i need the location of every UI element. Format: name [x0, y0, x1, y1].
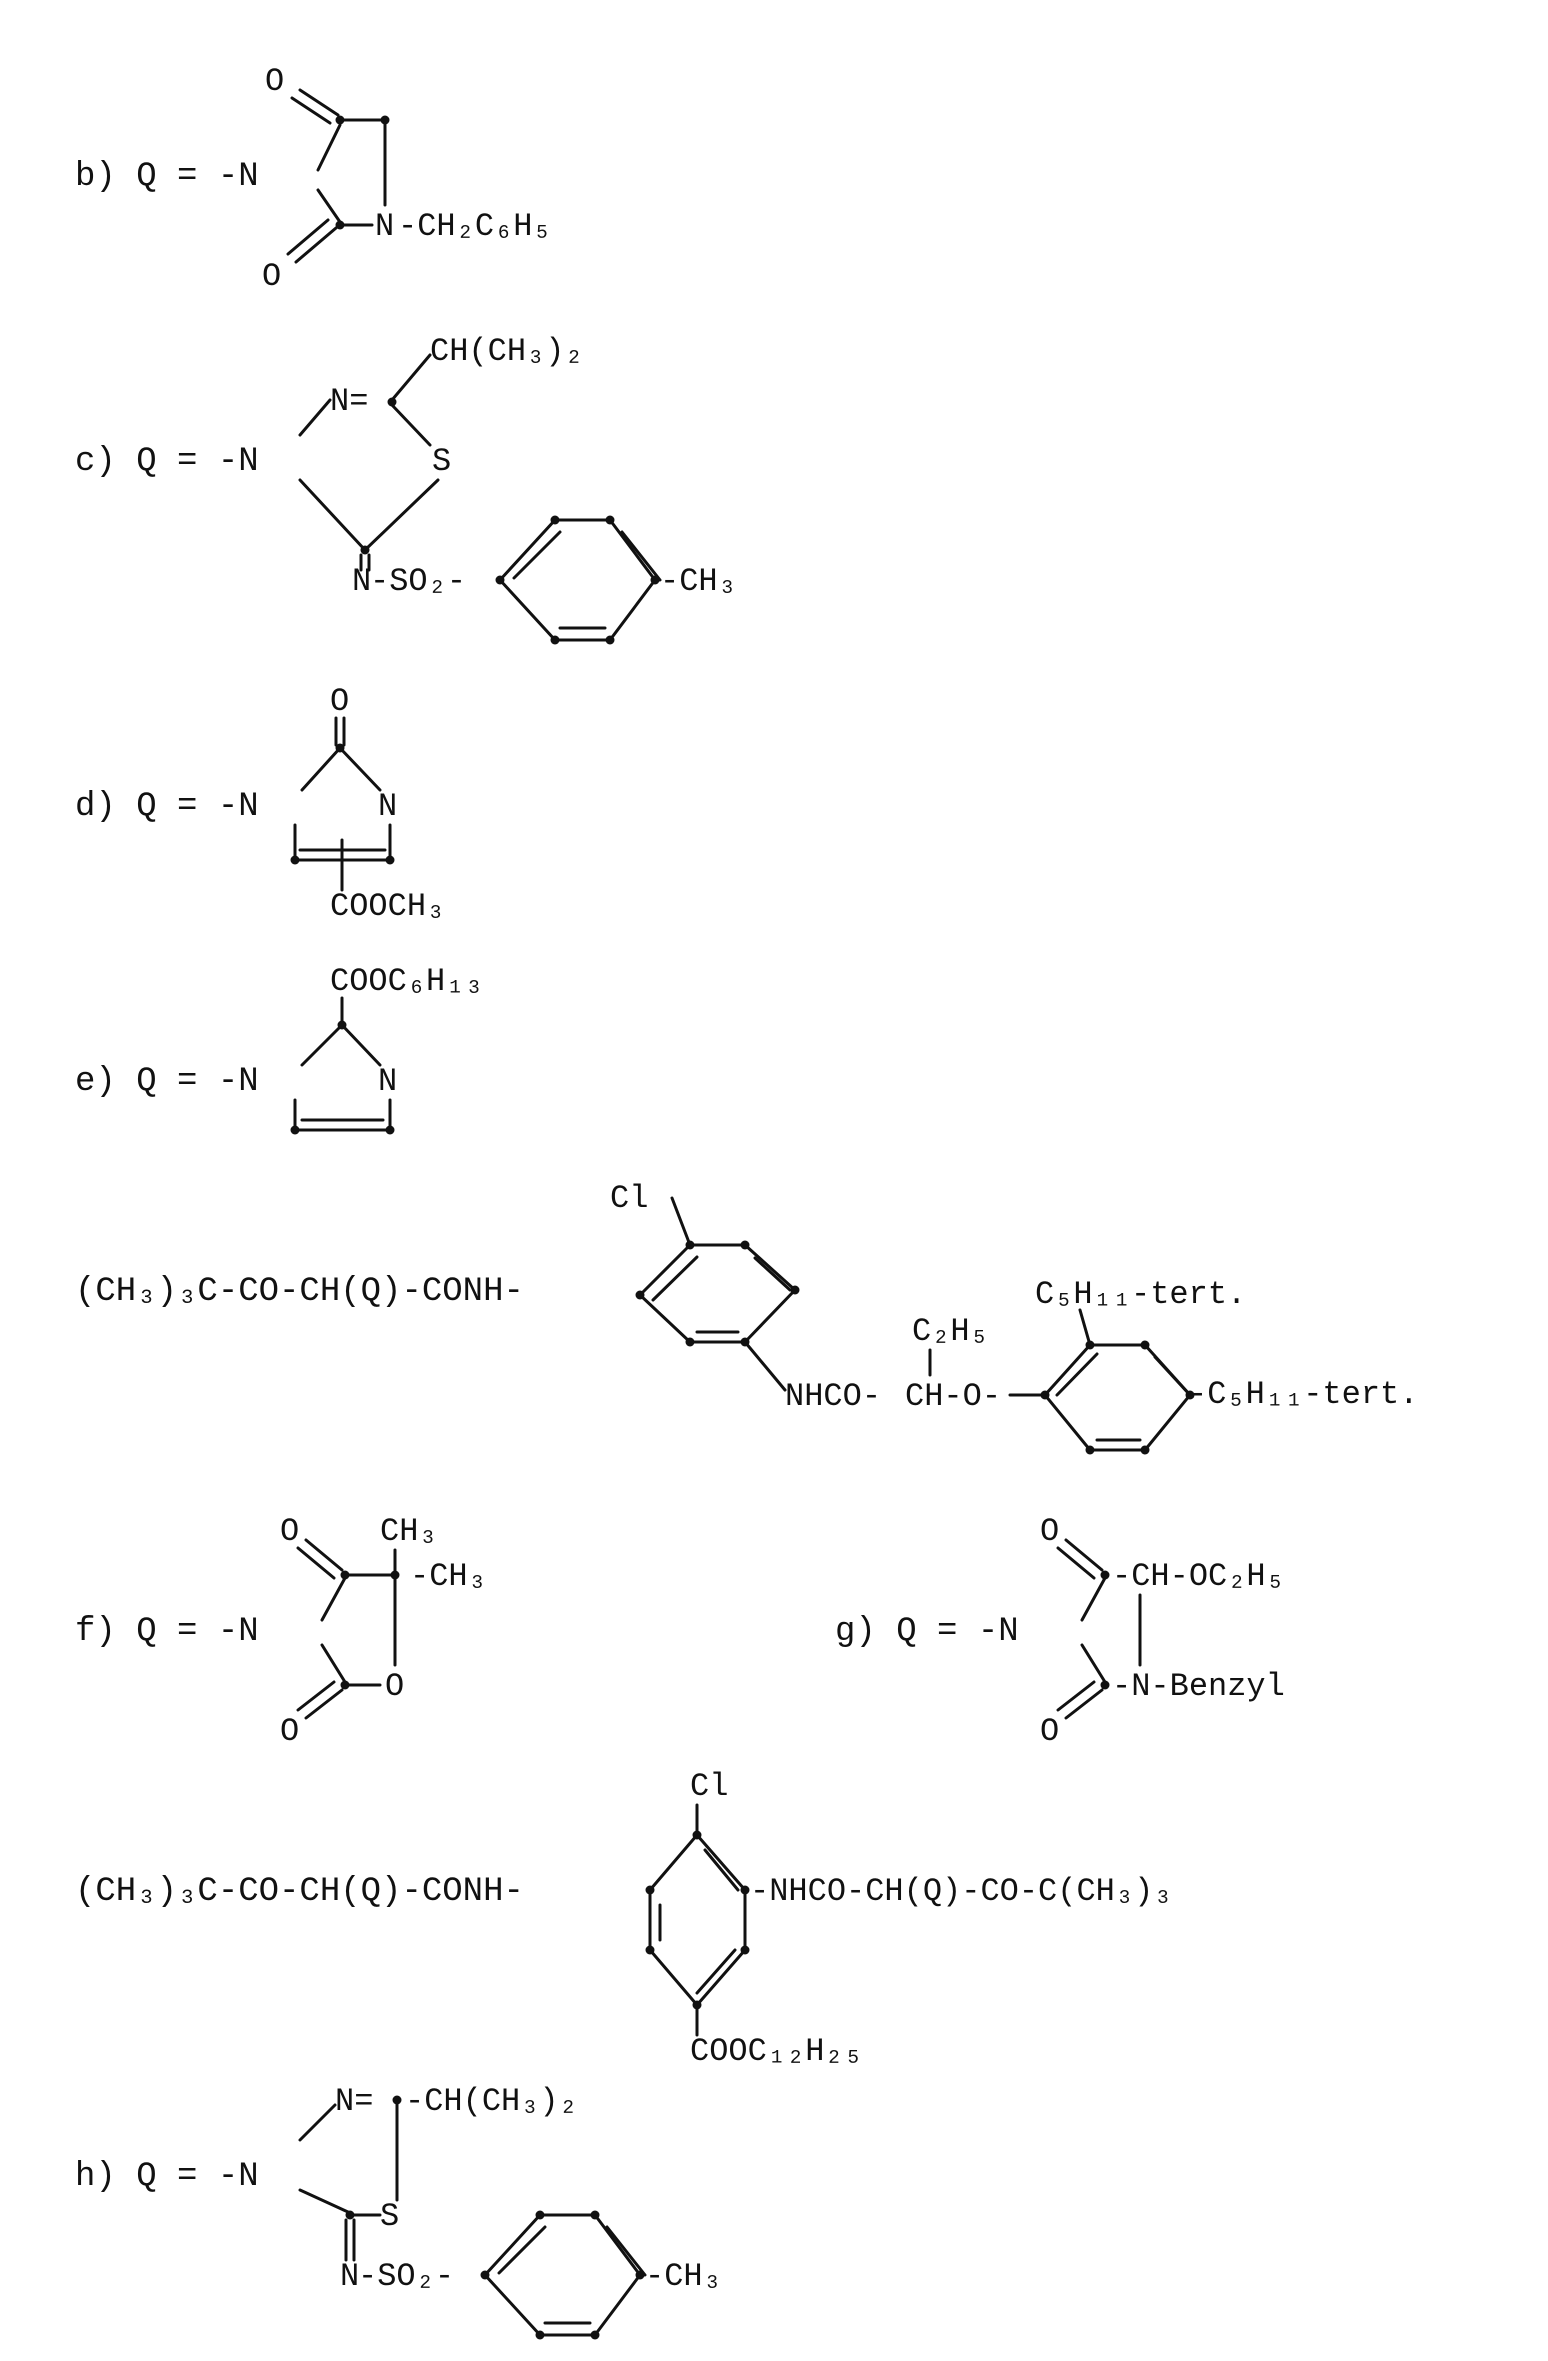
structure-f-o-ring: O [385, 1668, 404, 1705]
structure-h: h) Q = -N N= -CH(CH₃)₂ S N -SO₂- -CH₃ [75, 2083, 722, 2340]
structure-c-isopropyl: CH(CH₃)₂ [430, 333, 584, 370]
structure-h-isopropyl: -CH(CH₃)₂ [405, 2083, 578, 2120]
structure-b-substituent: -CH₂C₆H₅ [398, 208, 552, 245]
coupler-structure-2: (CH₃)₃C-CO-CH(Q)-CONH- Cl -NHCO-CH(Q)-CO… [75, 1768, 1172, 2070]
coupler-1-pentyl-right: -C₅H₁₁-tert. [1188, 1376, 1418, 1413]
structure-e: e) Q = -N COOC₆H₁₃ N [75, 963, 484, 1135]
coupler-2-right-chain: -NHCO-CH(Q)-CO-C(CH₃)₃ [750, 1873, 1172, 1910]
coupler-2-chloro: Cl [690, 1768, 728, 1805]
structure-h-n-low: N [340, 2258, 359, 2295]
structure-g-o-top: O [1040, 1513, 1059, 1550]
structure-c-sulfonyl: -SO₂- [370, 563, 466, 600]
structure-g-ch-oet: -CH-OC₂H₅ [1112, 1558, 1285, 1595]
structure-e-label: e) Q = -N [75, 1063, 259, 1101]
structure-b-o-bottom: O [262, 258, 281, 295]
structure-d-n2: N [378, 788, 397, 825]
structure-c-s: S [432, 443, 451, 480]
structure-c-n-eq: N= [330, 383, 368, 420]
structure-g: g) Q = -N O O -CH-OC₂H₅ -N-Benzyl [835, 1513, 1285, 1750]
structure-e-n2: N [378, 1063, 397, 1100]
structure-b-o-top: O [265, 63, 284, 100]
structure-f-o-bottom: O [280, 1713, 299, 1750]
coupler-2-ester: COOC₁₂H₂₅ [690, 2033, 863, 2070]
structure-d: d) Q = -N O N COOCH₃ [75, 683, 445, 925]
structure-b-label: b) Q = -N [75, 158, 259, 196]
coupler-2-bonds [650, 1805, 745, 2035]
structure-b: b) Q = -N O O N -CH₂C₆H₅ [75, 63, 552, 295]
structure-g-label: g) Q = -N [835, 1613, 1019, 1651]
structure-h-s: S [380, 2198, 399, 2235]
structure-d-o: O [330, 683, 349, 720]
coupler-1-amide: NHCO- [785, 1378, 881, 1415]
structure-c-methyl: -CH₃ [660, 563, 737, 600]
structure-f-bonds [298, 1540, 395, 1718]
coupler-1-pentyl-top: C₅H₁₁-tert. [1035, 1276, 1246, 1313]
coupler-2-left-chain: (CH₃)₃C-CO-CH(Q)-CONH- [75, 1873, 524, 1911]
structure-f: f) Q = -N O O CH₃ -CH₃ O [75, 1513, 487, 1750]
structure-h-label: h) Q = -N [75, 2158, 259, 2196]
coupler-structure-1: (CH₃)₃C-CO-CH(Q)-CONH- Cl NHCO- CH-O- C₂… [75, 1180, 1418, 1455]
structure-g-n-benzyl: -N-Benzyl [1112, 1668, 1285, 1705]
coupler-1-ch-o: CH-O- [905, 1378, 1001, 1415]
structure-e-ester: COOC₆H₁₃ [330, 963, 484, 1000]
structure-d-label: d) Q = -N [75, 788, 259, 826]
structure-h-sulfonyl: -SO₂- [358, 2258, 454, 2295]
coupler-1-chloro: Cl [610, 1180, 648, 1217]
structure-e-bonds [295, 998, 390, 1130]
structure-f-ch3-top: CH₃ [380, 1513, 438, 1550]
structure-f-o-top: O [280, 1513, 299, 1550]
coupler-1-ethyl: C₂H₅ [912, 1313, 989, 1350]
structure-d-ester: COOCH₃ [330, 888, 445, 925]
structure-c-label: c) Q = -N [75, 443, 259, 481]
structure-g-o-bottom: O [1040, 1713, 1059, 1750]
structure-h-n-eq: N= [335, 2083, 373, 2120]
structure-b-bonds [288, 90, 385, 262]
structure-f-ch3-side: -CH₃ [410, 1558, 487, 1595]
structure-d-bonds [295, 718, 390, 890]
structure-f-label: f) Q = -N [75, 1613, 259, 1651]
structure-b-n2: N [375, 208, 394, 245]
structure-c: c) Q = -N N= CH(CH₃)₂ S N -SO₂- -CH₃ [75, 333, 737, 645]
structure-h-methyl: -CH₃ [645, 2258, 722, 2295]
coupler-1-left-chain: (CH₃)₃C-CO-CH(Q)-CONH- [75, 1273, 524, 1311]
